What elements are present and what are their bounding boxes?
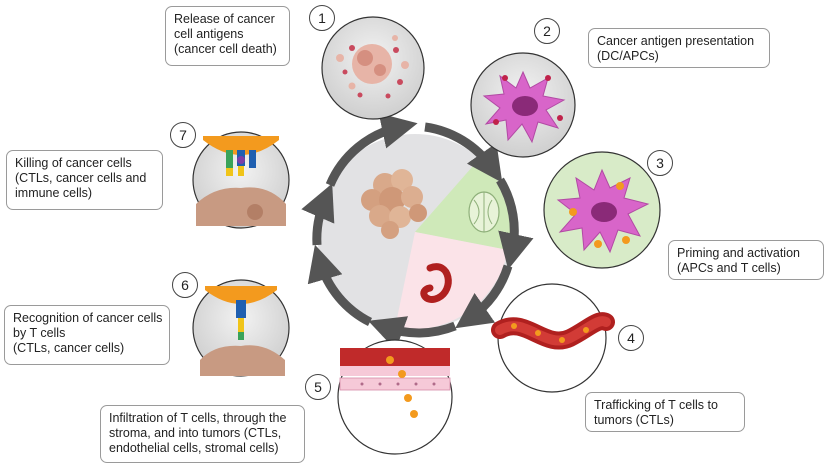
t-cell-recognition-icon (200, 286, 285, 376)
t-cell-killing-icon (196, 136, 286, 226)
step-number-5: 5 (305, 374, 331, 400)
step-number-3: 3 (647, 150, 673, 176)
step-5-label: Infiltration of T cells, through the str… (100, 405, 305, 463)
blood-vessel-icon (491, 312, 615, 350)
bubble-cancer-cell-death (321, 16, 425, 120)
bubble-trafficking (491, 283, 615, 393)
cycle-arrow-2 (424, 122, 503, 183)
step-4-label: Trafficking of T cells to tumors (CTLs) (585, 392, 745, 432)
step-number-7: 7 (170, 122, 196, 148)
cycle-arrow-6 (307, 244, 373, 327)
bubble-antigen-presentation (470, 52, 576, 158)
cycle-arrow-5 (368, 316, 457, 351)
center-tumor-cluster-icon (361, 169, 427, 239)
cycle-arrow-4 (455, 264, 513, 329)
lymph-node-icon (468, 191, 500, 233)
step-3-label: Priming and activation (APCs and T cells… (668, 240, 824, 280)
bubble-recognition (192, 279, 290, 377)
dying-cancer-cell-icon (336, 35, 409, 99)
cycle-arrow-7 (301, 183, 335, 246)
cycle-arrow-1 (325, 113, 418, 187)
step-number-2: 2 (534, 18, 560, 44)
step-1-label: Release of cancer cell antigens (cancer … (165, 6, 290, 66)
bubble-priming-activation (543, 151, 661, 269)
step-6-label: Recognition of cancer cells by T cells (… (4, 305, 170, 365)
bubble-infiltration (337, 339, 453, 455)
center-cycle (301, 113, 534, 351)
bubble-killing (192, 131, 290, 229)
step-7-label: Killing of cancer cells (CTLs, cancer ce… (6, 150, 163, 210)
step-2-label: Cancer antigen presentation (DC/APCs) (588, 28, 770, 68)
activated-dendritic-cell-icon (556, 168, 650, 254)
cycle-arrows (301, 113, 534, 351)
cycle-arrow-3 (496, 177, 534, 270)
vessel-wall-infiltration-icon (339, 348, 451, 418)
step-number-4: 4 (618, 325, 644, 351)
dendritic-cell-icon (482, 70, 566, 144)
step-number-6: 6 (172, 272, 198, 298)
step-number-1: 1 (309, 5, 335, 31)
center-vessel-icon (420, 263, 452, 303)
